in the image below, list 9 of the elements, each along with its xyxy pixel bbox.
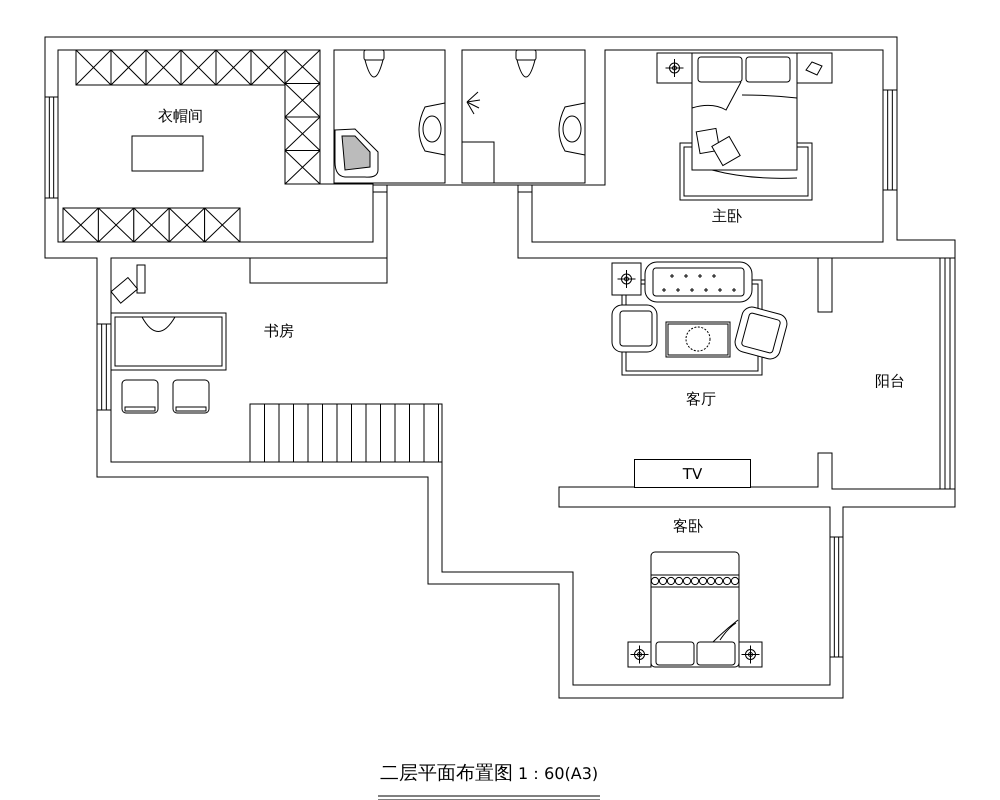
- room-label: 客厅: [686, 392, 716, 407]
- room-label: 衣帽间: [158, 109, 203, 124]
- room-label: 阳台: [875, 374, 905, 389]
- tv-cabinet: TV: [634, 459, 751, 488]
- drawing-title: 二层平面布置图: [380, 764, 513, 783]
- room-label: 书房: [264, 324, 294, 339]
- scale-label: 1：60(A3): [518, 766, 598, 782]
- room-label: 主卧: [712, 209, 742, 224]
- room-label: 客卧: [673, 519, 703, 534]
